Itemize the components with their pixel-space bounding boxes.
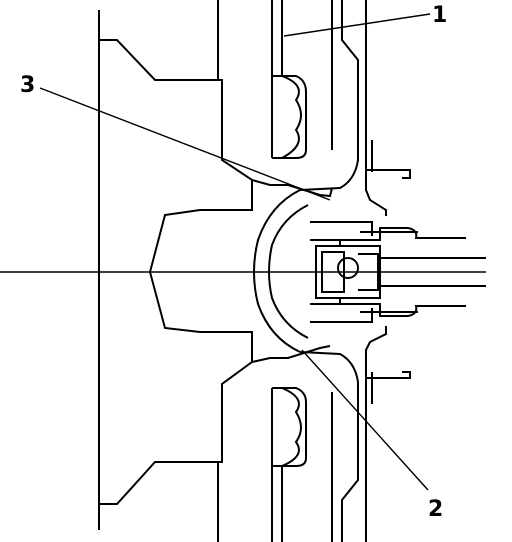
lug-nut-lower bbox=[272, 387, 307, 467]
callout-2-label: 2 bbox=[428, 497, 443, 522]
hub-flange-lower bbox=[299, 351, 359, 542]
wheel-bearing-nut bbox=[315, 240, 381, 304]
knuckle-upper-line bbox=[365, 0, 387, 216]
seal-tab-lower bbox=[366, 371, 411, 379]
wheel-contour-lower bbox=[99, 345, 331, 505]
leader-line-3 bbox=[39, 87, 331, 201]
hub-flange-upper bbox=[299, 0, 359, 191]
seal-tab-upper bbox=[366, 169, 411, 179]
wheel-contour-upper bbox=[99, 39, 333, 198]
hub-pilot-profile bbox=[148, 180, 253, 362]
knuckle-lower-line bbox=[365, 326, 387, 542]
spindle bbox=[310, 221, 486, 323]
hub-cap-outer bbox=[253, 189, 301, 353]
callout-1-label: 1 bbox=[432, 3, 447, 28]
leader-line-2 bbox=[301, 349, 429, 491]
hub-cap-inner bbox=[268, 204, 309, 339]
callout-3-label: 3 bbox=[20, 73, 35, 98]
lug-nut-upper bbox=[272, 75, 307, 159]
leader-line-1 bbox=[283, 13, 431, 37]
